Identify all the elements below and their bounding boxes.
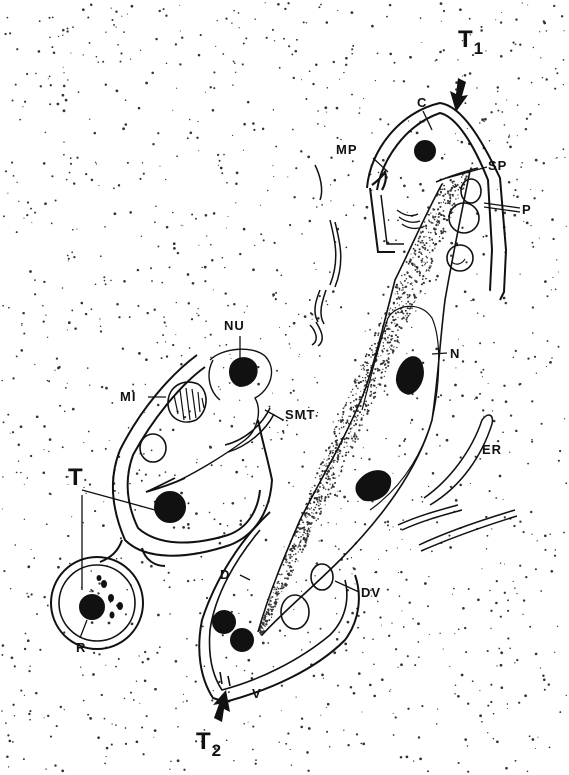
label-er: ER (482, 443, 502, 456)
label-t1-sub: 1 (474, 39, 483, 58)
label-p: P (522, 203, 532, 216)
label-nu: NU (224, 319, 245, 332)
chromatin-mass-1 (397, 357, 423, 394)
chromatin-mass-2 (356, 471, 390, 501)
leader-lines (80, 111, 520, 638)
t1-arrow-icon (450, 78, 468, 112)
label-t2: T2 (196, 730, 221, 754)
label-mi: MI (120, 390, 136, 403)
conoid-dense-body (155, 492, 185, 522)
cell-r (51, 557, 143, 649)
label-c: C (417, 96, 427, 109)
conoid-body (415, 141, 435, 161)
mitochondrion (168, 382, 206, 422)
r-nucleus (80, 595, 104, 619)
label-t2-sub: 2 (212, 741, 221, 760)
label-n: N (450, 347, 460, 360)
cell-t (100, 349, 272, 566)
label-t: T (68, 466, 83, 490)
dense-body-2 (231, 629, 253, 651)
cell-t1 (367, 103, 506, 300)
nucleolus (230, 358, 257, 386)
vacuole-p2 (449, 203, 479, 233)
label-sp: SP (488, 159, 507, 172)
label-t1: T1 (458, 28, 483, 52)
cell-t2 (199, 512, 359, 702)
label-v: V (252, 687, 262, 700)
label-dv: DV (361, 586, 381, 599)
label-d: D (220, 568, 230, 581)
label-t1-main: T (458, 26, 473, 53)
t2-arrow-icon (213, 690, 230, 722)
label-smt: SMT (285, 408, 315, 421)
label-mp: MP (336, 143, 358, 156)
label-r: R (76, 641, 86, 654)
dense-body-1 (213, 611, 235, 633)
label-t2-main: T (196, 728, 211, 755)
